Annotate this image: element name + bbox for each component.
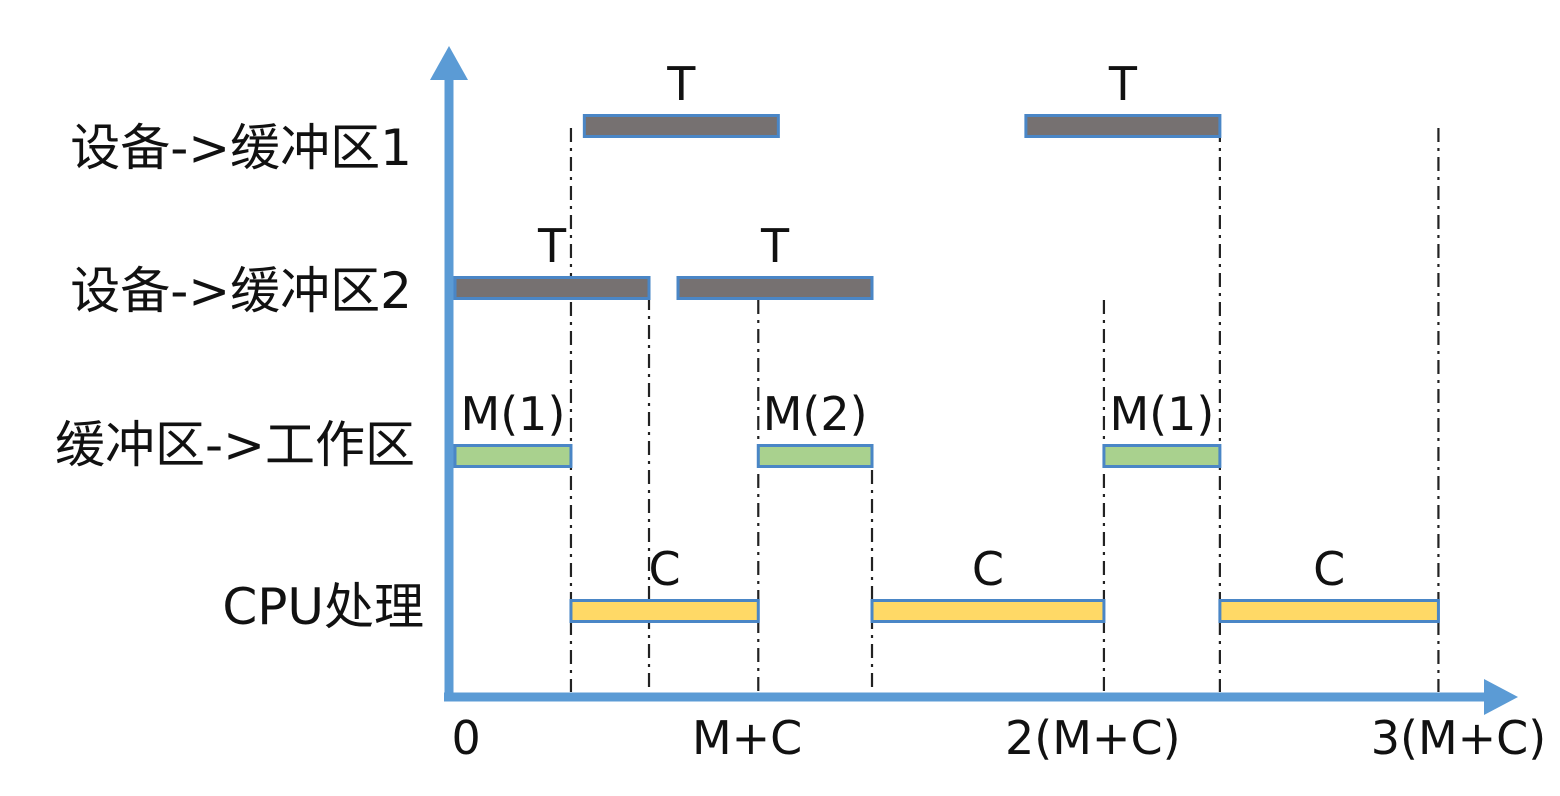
bars-layer: T T T T M(1) M(2) M(1) C C C (453, 57, 1440, 623)
timeline-bar (756, 444, 874, 468)
row-label-buffer1: 设备->缓冲区1 (70, 119, 412, 177)
timeline-bar (569, 599, 760, 623)
timeline-bar (453, 276, 651, 300)
segment-label: T (537, 219, 567, 273)
timeline-bar (453, 444, 573, 468)
timeline-bar (1024, 114, 1222, 138)
segment-label: T (1108, 57, 1138, 111)
x-tick-label: 3(M+C) (1371, 711, 1547, 765)
x-tick-label: M+C (692, 711, 802, 765)
axes-layer (430, 46, 1518, 715)
segment-label: T (666, 57, 696, 111)
timeline-bar (582, 114, 780, 138)
row-label-buffer-to-work: 缓冲区->工作区 (55, 416, 415, 474)
segment-label: M(1) (461, 387, 566, 441)
timeline-bar (1102, 444, 1222, 468)
guides-layer (569, 128, 1440, 692)
timeline-bar (870, 599, 1106, 623)
segment-label: T (760, 219, 790, 273)
timeline-bar (676, 276, 874, 300)
timeline-bar (1218, 599, 1440, 623)
x-axis-arrow-icon (1484, 679, 1518, 715)
x-tick-label: 2(M+C) (1005, 711, 1181, 765)
segment-label: M(1) (1109, 387, 1214, 441)
segment-label: C (649, 542, 681, 596)
labels-layer: 设备->缓冲区1 设备->缓冲区2 缓冲区->工作区 CPU处理 (55, 119, 424, 636)
segment-label: C (972, 542, 1004, 596)
ticks-layer: 0 M+C 2(M+C) 3(M+C) (452, 711, 1547, 765)
row-label-buffer2: 设备->缓冲区2 (70, 262, 412, 320)
segment-label: C (1313, 542, 1345, 596)
y-axis-arrow-icon (430, 46, 468, 80)
x-tick-label: 0 (452, 711, 481, 765)
row-label-cpu: CPU处理 (222, 578, 424, 636)
segment-label: M(2) (763, 387, 868, 441)
